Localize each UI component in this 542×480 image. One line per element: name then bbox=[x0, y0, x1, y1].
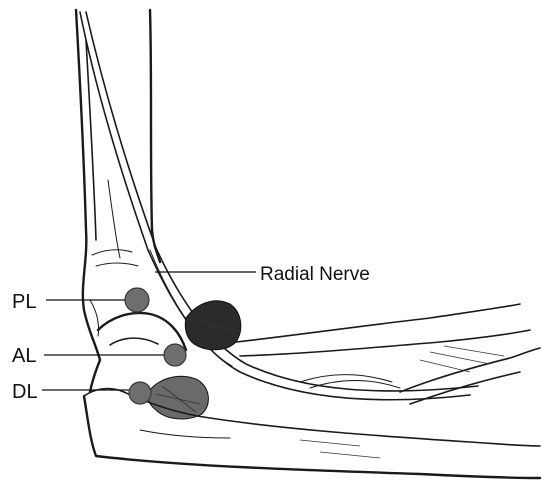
pl-label: PL bbox=[12, 291, 36, 313]
dl-portal-dot bbox=[129, 382, 151, 404]
al-label: AL bbox=[12, 345, 36, 367]
radial-nerve-label: Radial Nerve bbox=[260, 264, 370, 285]
al-portal-dot bbox=[164, 344, 186, 366]
radial-nerve bbox=[80, 12, 478, 400]
pl-portal-dot bbox=[125, 288, 149, 312]
dl-label: DL bbox=[12, 381, 38, 403]
humerus-bone bbox=[76, 10, 160, 360]
